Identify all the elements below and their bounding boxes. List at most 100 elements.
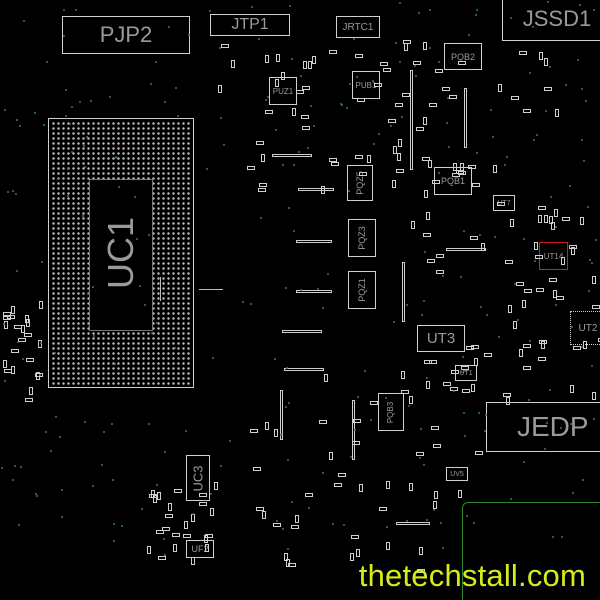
passive-pad [273,522,282,527]
component-pqz3[interactable]: PQZ3 [348,219,376,257]
passive-pad [543,58,548,67]
via [448,146,451,149]
via [45,61,48,64]
via [164,553,167,556]
passive-pad [374,82,383,87]
via [407,404,410,407]
passive-pad [537,356,546,361]
via [251,6,254,9]
via [452,389,455,392]
component-ut2[interactable]: UT2 [570,311,600,345]
passive-pad [301,85,310,90]
connector-pad-strip [284,368,324,371]
via [289,5,292,8]
via [84,166,87,169]
component-ut14-selected[interactable]: UT14 [539,242,568,270]
passive-pad [255,506,264,511]
via [81,214,84,217]
passive-pad [392,179,397,188]
component-ut7[interactable]: UT7 [493,195,515,211]
component-label: PUZ1 [272,86,294,96]
connector-pad-strip [410,70,413,170]
passive-pad [164,514,173,519]
passive-pad [554,208,559,217]
component-jrtc1[interactable]: JRTC1 [336,16,380,38]
component-pjp2[interactable]: PJP2 [62,16,190,54]
passive-pad [387,119,396,124]
via [592,8,595,11]
via [34,112,37,115]
via [422,300,425,303]
via [523,237,526,240]
via [113,539,115,542]
via [369,419,372,422]
component-pub1[interactable]: PUB1 [352,71,380,99]
component-jssd1[interactable]: JSSD1 [502,0,600,41]
passive-pad [265,421,270,430]
via [297,151,300,153]
passive-pad [423,190,428,199]
via [117,185,120,188]
via [85,136,88,139]
via [242,301,245,304]
passive-pad [292,108,297,117]
passive-pad [203,535,208,544]
passive-pad [38,340,43,349]
passive-pad [247,166,256,171]
passive-pad [352,419,361,424]
via [41,260,44,263]
passive-pad [423,116,428,125]
component-pqz1[interactable]: PQZ1 [348,271,376,309]
component-puz1[interactable]: PUZ1 [269,77,297,105]
component-label: JRTC1 [342,21,374,33]
via [68,123,71,126]
via [22,19,25,22]
via [210,492,213,495]
via [543,448,546,451]
component-uc1[interactable]: UC1 [48,118,223,388]
via [282,163,285,166]
passive-pad [328,50,337,55]
component-pqb2[interactable]: PQB2 [444,43,482,70]
component-label: UF2 [191,544,209,554]
via [11,478,14,481]
via [300,74,303,77]
via [476,152,479,155]
via [53,351,56,354]
via [206,168,209,171]
passive-pad [541,340,546,349]
component-pqb3[interactable]: PQB3 [378,393,404,431]
component-label: UT7 [497,199,511,207]
passive-pad [544,86,553,91]
via [583,159,586,162]
passive-pad [333,482,342,487]
component-uc3[interactable]: UC3 [186,455,210,501]
via [284,286,287,289]
via [211,356,214,359]
component-uf2[interactable]: UF2 [186,540,214,558]
via [339,102,342,105]
passive-pad [204,544,209,553]
via [371,79,374,82]
component-ut3[interactable]: UT3 [417,325,465,352]
component-jedp[interactable]: JEDP [486,402,600,452]
via [286,548,289,551]
via [577,58,580,61]
passive-pad [338,472,347,477]
passive-pad [507,304,512,313]
component-jtp1[interactable]: JTP1 [210,14,290,36]
via [21,357,24,360]
via [147,234,150,237]
via [18,524,21,527]
passive-pad [560,256,565,265]
passive-pad [354,54,363,59]
component-pqz5[interactable]: PQZ5 [347,165,373,201]
via [418,457,421,460]
via [392,320,395,323]
passive-pad [505,396,510,405]
via [429,9,432,12]
via [173,346,176,349]
component-uv5[interactable]: UV5 [446,467,468,481]
via [348,82,351,85]
